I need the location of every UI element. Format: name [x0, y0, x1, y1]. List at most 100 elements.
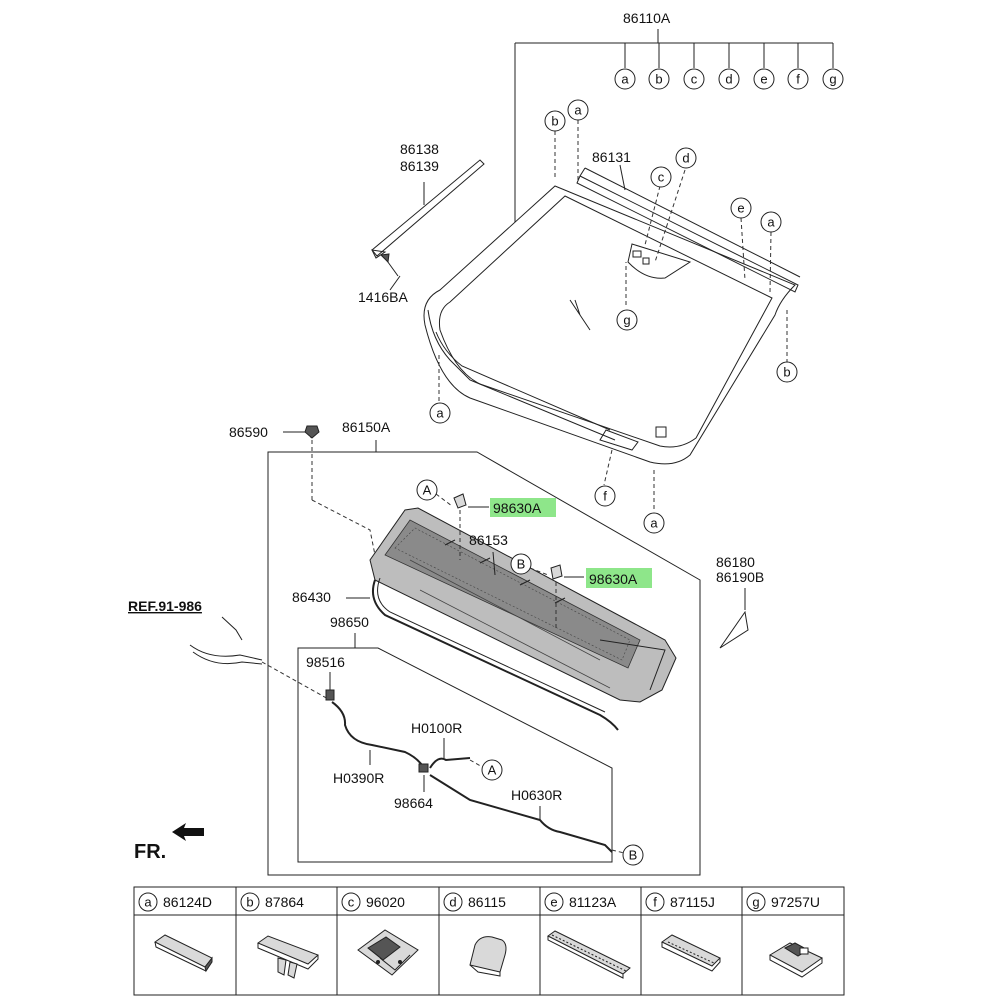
- leader-A-upper: [435, 493, 453, 507]
- legend-letter-g-letter: g: [752, 895, 759, 910]
- callout-a-10: a: [643, 512, 665, 534]
- top-callout-c: c: [683, 68, 705, 90]
- callout-a-5-letter: a: [767, 215, 775, 230]
- callout-a-8: a: [429, 402, 451, 424]
- part-label-H0100R: H0100R: [411, 720, 462, 736]
- parts-legend-table: [133, 886, 845, 996]
- callout-b-0-letter: b: [551, 114, 558, 129]
- clip-98630A-upper: [453, 493, 489, 560]
- legend-letter-a-letter: a: [144, 895, 152, 910]
- legend-letter-c-letter: c: [348, 895, 355, 910]
- hose-assembly-box: [297, 633, 613, 863]
- legend-letter-g: g: [746, 892, 766, 912]
- cowl-panel-86153: [369, 507, 677, 703]
- clip-pad-icon: [256, 935, 319, 979]
- legend-part-g: 97257U: [771, 894, 820, 910]
- callout-a-5: a: [760, 211, 782, 233]
- callout-g-7-letter: g: [623, 313, 630, 328]
- front-arrow-icon: [172, 823, 204, 841]
- callout-g-7: g: [616, 309, 638, 331]
- legend-letter-b-letter: b: [246, 895, 253, 910]
- seal-86430: [346, 577, 619, 731]
- top-callout-f-letter: f: [796, 72, 800, 87]
- part-label-98664: 98664: [394, 795, 433, 811]
- top-moulding-86131: [576, 164, 801, 293]
- callout-a-1: a: [567, 99, 589, 121]
- clip-98630A-lower: [550, 564, 584, 630]
- callout-A-11: A: [416, 479, 438, 501]
- callout-B-12: B: [510, 553, 532, 575]
- part-label-86139: 86139: [400, 158, 439, 174]
- rounded-pad-icon: [469, 936, 507, 977]
- long-strip-icon: [547, 930, 631, 979]
- legend-letter-b: b: [240, 892, 260, 912]
- legend-letter-d: d: [443, 892, 463, 912]
- callout-B-14-letter: B: [629, 848, 638, 863]
- part-label-98516: 98516: [306, 654, 345, 670]
- callout-b-6-letter: b: [783, 365, 790, 380]
- part-label-86190B: 86190B: [716, 569, 764, 585]
- part-label-H0630R: H0630R: [511, 787, 562, 803]
- part-label-98650: 98650: [330, 614, 369, 630]
- top-callout-g: g: [822, 68, 844, 90]
- callout-A-13: A: [481, 759, 503, 781]
- legend-letter-d-letter: d: [449, 895, 456, 910]
- leader-A-lower: [469, 759, 485, 769]
- callout-A-13-letter: A: [488, 763, 497, 778]
- legend-part-f: 87115J: [670, 894, 715, 910]
- flat-pad-icon: [154, 934, 213, 973]
- washer-hose: [325, 689, 613, 853]
- top-callout-c-letter: c: [691, 72, 698, 87]
- part-label-98630A-lower: 98630A: [589, 571, 638, 587]
- part-label-H0390R: H0390R: [333, 770, 384, 786]
- part-label-86180: 86180: [716, 554, 755, 570]
- part-label-86131: 86131: [592, 149, 631, 165]
- part-label-86590: 86590: [229, 424, 268, 440]
- highlight-98630A-lower: [586, 568, 652, 588]
- ref-label: REF.91-986: [128, 598, 202, 614]
- top-callout-b-letter: b: [655, 72, 662, 87]
- callout-B-12-letter: B: [517, 557, 526, 572]
- bolt-86590: [283, 425, 376, 556]
- callout-d-3-letter: d: [682, 151, 689, 166]
- legend-letter-f: f: [645, 892, 665, 912]
- legend-letter-e: e: [544, 892, 564, 912]
- legend-letter-e-letter: e: [550, 895, 557, 910]
- legend-part-b: 87864: [265, 894, 304, 910]
- connector-icon: [768, 942, 823, 978]
- callout-f-9: f: [594, 485, 616, 507]
- callout-tree-lines: [514, 29, 834, 222]
- side-moulding: [371, 159, 485, 291]
- callout-b-0: b: [544, 110, 566, 132]
- highlight-98630A-upper: [490, 498, 556, 517]
- callout-e-4-letter: e: [737, 201, 744, 216]
- legend-part-a: 86124D: [163, 894, 212, 910]
- ref-harness: [189, 616, 331, 701]
- legend-part-e: 81123A: [569, 894, 617, 910]
- part-label-98630A-upper: 98630A: [493, 500, 542, 516]
- leader-B-upper: [529, 567, 549, 576]
- part-label-86150A: 86150A: [342, 419, 391, 435]
- callout-a-1-letter: a: [574, 103, 582, 118]
- top-callout-d-letter: d: [725, 72, 732, 87]
- parts-legend-headers: a 86124D b 87864 c 96020 d 86115 e 81123A f 87115J g…: [138, 892, 820, 912]
- part-label-86430: 86430: [292, 589, 331, 605]
- front-label: FR.: [134, 841, 166, 863]
- top-callout-f: f: [787, 68, 809, 90]
- legend-letter-a: a: [138, 892, 158, 912]
- callout-a-10-letter: a: [650, 516, 658, 531]
- part-label-86110A: 86110A: [623, 10, 671, 26]
- top-callout-d: d: [718, 68, 740, 90]
- callout-A-11-letter: A: [423, 483, 432, 498]
- legend-part-c: 96020: [366, 894, 405, 910]
- top-callout-g-letter: g: [829, 72, 836, 87]
- windshield-glass: [423, 185, 796, 465]
- windshield-leader-lines: [438, 120, 788, 510]
- legend-part-d: 86115: [468, 894, 506, 910]
- callout-e-4: e: [730, 197, 752, 219]
- top-callout-b: b: [648, 68, 670, 90]
- callout-b-6: b: [776, 361, 798, 383]
- part-label-86153: 86153: [469, 532, 508, 548]
